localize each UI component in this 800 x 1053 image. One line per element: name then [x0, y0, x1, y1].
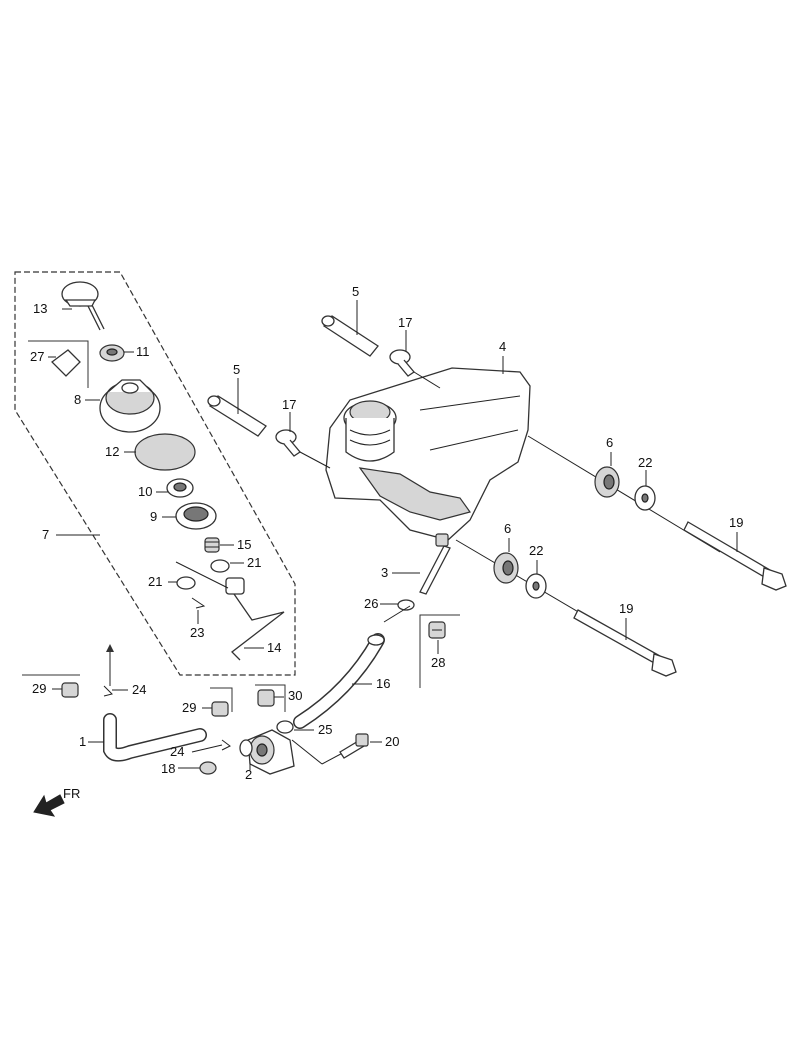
- part-19-bolt-b: [573, 609, 677, 677]
- callout-29b: 29: [182, 700, 197, 715]
- callout-27: 27: [30, 349, 45, 364]
- callout-26: 26: [364, 596, 379, 611]
- callout-21a: 21: [247, 555, 262, 570]
- part-17-collar-lower: [275, 429, 301, 457]
- part-14-fuel-gauge: [175, 561, 285, 661]
- part-5-rubber-upper: [321, 315, 379, 357]
- callout-24b: 24: [170, 744, 185, 759]
- part-20-screw: [339, 733, 369, 759]
- part-6-mount-rubber-b: [493, 552, 519, 584]
- callout-5b: 5: [233, 362, 241, 377]
- part-17-collar-upper: [389, 349, 415, 377]
- part-12-gasket: [134, 433, 196, 471]
- part-26-washer: [397, 599, 415, 611]
- part-1-fuel-hose: [103, 713, 207, 762]
- callout-19b: 19: [619, 601, 634, 616]
- callout-16: 16: [376, 676, 391, 691]
- part-6-mount-rubber-a: [594, 466, 620, 498]
- part-18-nut: [199, 761, 217, 775]
- callout-17a: 17: [398, 315, 413, 330]
- part-5-rubber-lower: [207, 395, 267, 437]
- part-24-clip-b: [221, 739, 231, 751]
- part-25-clamp: [276, 720, 294, 734]
- callout-13: 13: [33, 301, 48, 316]
- bracket-27: [28, 340, 89, 388]
- cap-assembly-frame: [14, 271, 296, 676]
- callout-9: 9: [150, 509, 158, 524]
- callout-1: 1: [79, 734, 87, 749]
- callout-17b: 17: [282, 397, 297, 412]
- part-11-grommet: [99, 344, 125, 362]
- part-9-strainer: [175, 502, 217, 530]
- callout-20: 20: [385, 734, 400, 749]
- callout-2: 2: [245, 767, 253, 782]
- part-29-clip-a: [61, 682, 79, 698]
- callout-14: 14: [267, 640, 282, 655]
- callout-5a: 5: [352, 284, 360, 299]
- callout-23: 23: [190, 625, 205, 640]
- callout-22a: 22: [638, 455, 653, 470]
- part-10-ring: [166, 478, 194, 498]
- callout-28: 28: [431, 655, 446, 670]
- part-22-washer-b: [525, 573, 547, 599]
- bracket-30: [255, 684, 286, 712]
- callout-3: 3: [381, 565, 389, 580]
- callout-4: 4: [499, 339, 507, 354]
- part-23-clip: [191, 597, 206, 609]
- callout-6a: 6: [606, 435, 614, 450]
- part-24-clip-a: [103, 685, 113, 697]
- callout-24a: 24: [132, 682, 147, 697]
- callout-6b: 6: [504, 521, 512, 536]
- callout-11: 11: [136, 344, 150, 359]
- part-27-tag: [51, 349, 81, 377]
- bracket-28: [419, 614, 460, 688]
- part-15-spring: [204, 537, 220, 553]
- part-4-fuel-tank: [325, 367, 531, 541]
- arrow-up-icon: [106, 644, 114, 652]
- part-21-washer-b: [176, 576, 196, 590]
- callout-18: 18: [161, 761, 176, 776]
- callout-15: 15: [237, 537, 252, 552]
- part-8-fuel-cap: [99, 379, 161, 433]
- callout-7: 7: [42, 527, 50, 542]
- part-30-clip: [257, 689, 275, 707]
- bracket-29b: [210, 687, 233, 712]
- part-3-bolt: [419, 533, 451, 595]
- part-21-washer-a: [210, 559, 230, 573]
- callout-12: 12: [105, 444, 120, 459]
- part-29-clip-b: [211, 701, 229, 717]
- part-22-washer-a: [634, 485, 656, 511]
- part-16-fuel-hose: [293, 633, 385, 729]
- fr-label: FR: [63, 786, 81, 801]
- callout-10: 10: [138, 484, 153, 499]
- callout-30: 30: [288, 688, 303, 703]
- part-19-bolt-a: [683, 521, 787, 591]
- callout-19a: 19: [729, 515, 744, 530]
- callout-29a: 29: [32, 681, 47, 696]
- fr-arrow-icon: [33, 794, 65, 817]
- callout-21b: 21: [148, 574, 163, 589]
- callout-8: 8: [74, 392, 82, 407]
- callout-22b: 22: [529, 543, 544, 558]
- part-13-breather-cap: [61, 281, 105, 331]
- part-28-clip: [428, 621, 446, 639]
- callout-25: 25: [318, 722, 333, 737]
